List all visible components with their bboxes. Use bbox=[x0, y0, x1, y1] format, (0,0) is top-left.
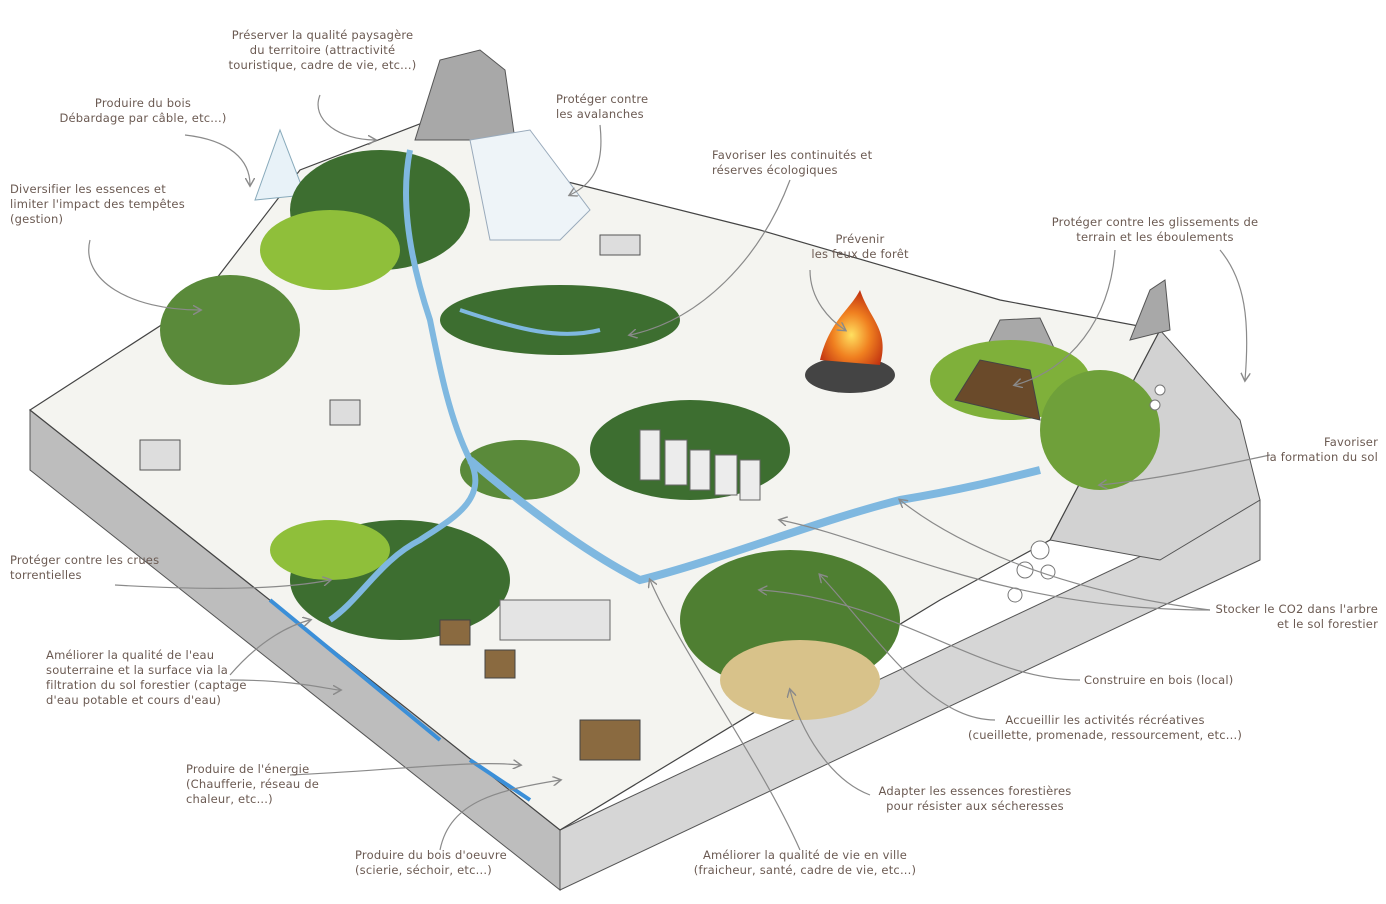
leader-feux bbox=[809, 269, 845, 330]
leader-construire-bois bbox=[760, 590, 1081, 681]
label-eau: Améliorer la qualité de l'eau souterrain… bbox=[46, 648, 247, 707]
leader-glissements-2 bbox=[1219, 249, 1247, 380]
leader-lines bbox=[88, 94, 1271, 851]
leader-co2-2 bbox=[780, 520, 1211, 611]
landslide-area bbox=[954, 359, 1166, 603]
river bbox=[328, 149, 1041, 623]
town bbox=[139, 234, 761, 761]
leader-glissements bbox=[1015, 249, 1116, 385]
leader-avalanches bbox=[570, 124, 602, 195]
label-paysage: Préserver la qualité paysagère du territ… bbox=[228, 28, 417, 72]
leader-co2 bbox=[900, 500, 1211, 611]
label-bois-oeuvre: Produire du bois d'oeuvre (scierie, séch… bbox=[355, 848, 507, 877]
label-energie: Produire de l'énergie (Chaufferie, résea… bbox=[186, 762, 320, 806]
label-secheresses: Adapter les essences forestières pour ré… bbox=[878, 784, 1072, 813]
label-avalanches: Protéger contre les avalanches bbox=[556, 92, 649, 121]
label-co2: Stocker le CO2 dans l'arbre et le sol fo… bbox=[1215, 602, 1378, 631]
forest-fire bbox=[805, 290, 895, 393]
leader-bois-cable bbox=[184, 134, 250, 185]
label-qualite-vie: Améliorer la qualité de vie en ville (fr… bbox=[693, 848, 917, 877]
label-feux: Prévenir les feux de forêt bbox=[811, 232, 909, 261]
label-essences-tempetes: Diversifier les essences et limiter l'im… bbox=[10, 182, 185, 226]
label-glissements: Protéger contre les glissements de terra… bbox=[1051, 215, 1259, 244]
label-continuites: Favoriser les continuités et réserves éc… bbox=[712, 148, 873, 177]
leader-bois-oeuvre bbox=[439, 780, 560, 851]
leader-essences-tempetes bbox=[88, 239, 200, 310]
leader-energie bbox=[289, 764, 520, 776]
label-bois-cable: Produire du bois Débardage par câble, et… bbox=[59, 96, 227, 125]
label-crues: Protéger contre les crues torrentielles bbox=[10, 553, 160, 582]
leader-qualite-vie bbox=[650, 580, 801, 851]
leader-formation-sol bbox=[1100, 454, 1271, 485]
label-formation-sol: Favoriser la formation du sol bbox=[1266, 435, 1378, 464]
leader-crues bbox=[114, 580, 330, 589]
leader-secheresses bbox=[790, 690, 871, 796]
label-recreatives: Accueillir les activités récréatives (cu… bbox=[967, 713, 1243, 742]
block-base bbox=[28, 119, 1261, 892]
mountains bbox=[254, 49, 1171, 351]
leader-eau bbox=[229, 679, 340, 690]
leader-eau-2 bbox=[229, 620, 310, 676]
leader-paysage bbox=[317, 94, 375, 140]
label-construire-bois: Construire en bois (local) bbox=[1084, 673, 1234, 687]
leader-continuites bbox=[630, 179, 791, 335]
leader-recreatives bbox=[820, 575, 996, 721]
